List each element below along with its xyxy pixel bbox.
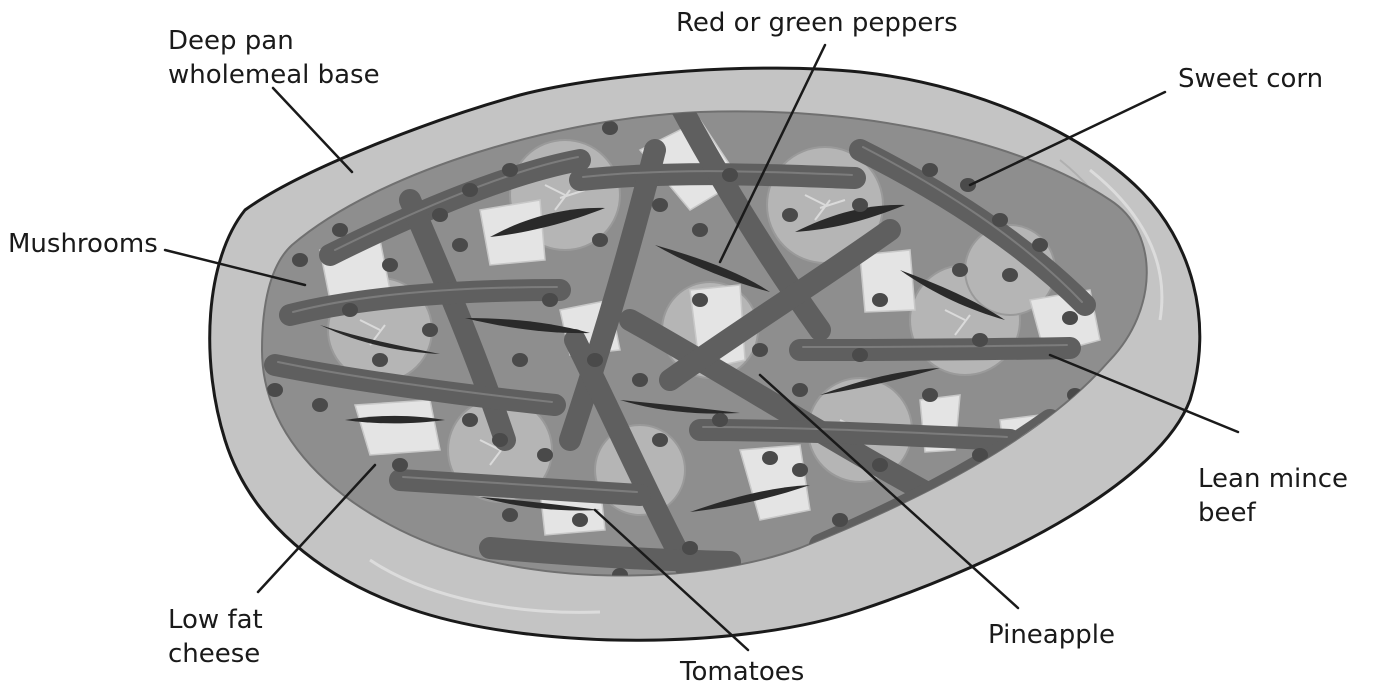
corn-kernel — [782, 208, 798, 222]
corn-kernel — [792, 463, 808, 477]
label-lean-mince-beef: Lean mince beef — [1198, 462, 1348, 530]
corn-kernel — [382, 258, 398, 272]
corn-kernel — [960, 178, 976, 192]
corn-kernel — [602, 121, 618, 135]
corn-kernel — [292, 253, 308, 267]
corn-kernel — [452, 238, 468, 252]
corn-kernel — [652, 198, 668, 212]
corn-kernel — [342, 303, 358, 317]
corn-kernel — [832, 513, 848, 527]
label-peppers: Red or green peppers — [676, 6, 958, 40]
corn-kernel — [922, 163, 938, 177]
label-tomatoes: Tomatoes — [680, 655, 804, 689]
corn-kernel — [922, 388, 938, 402]
corn-kernel — [682, 541, 698, 555]
corn-kernel — [1032, 238, 1048, 252]
corn-kernel — [852, 198, 868, 212]
corn-kernel — [587, 353, 603, 367]
corn-kernel — [752, 343, 768, 357]
corn-kernel — [537, 448, 553, 462]
label-pineapple: Pineapple — [988, 618, 1115, 652]
leader-base — [273, 88, 352, 172]
corn-kernel — [722, 168, 738, 182]
corn-kernel — [462, 413, 478, 427]
corn-kernel — [872, 293, 888, 307]
label-mushrooms: Mushrooms — [8, 227, 158, 261]
corn-kernel — [1002, 268, 1018, 282]
corn-kernel — [432, 208, 448, 222]
corn-kernel — [572, 513, 588, 527]
corn-kernel — [852, 348, 868, 362]
corn-kernel — [872, 458, 888, 472]
corn-kernel — [652, 433, 668, 447]
corn-kernel — [312, 398, 328, 412]
corn-kernel — [422, 323, 438, 337]
corn-kernel — [512, 353, 528, 367]
corn-kernel — [992, 213, 1008, 227]
label-low-fat-cheese: Low fat cheese — [168, 603, 263, 671]
corn-kernel — [632, 373, 648, 387]
corn-kernel — [592, 233, 608, 247]
corn-kernel — [462, 183, 478, 197]
corn-kernel — [712, 413, 728, 427]
corn-kernel — [952, 263, 968, 277]
corn-kernel — [267, 383, 283, 397]
corn-kernel — [392, 458, 408, 472]
corn-kernel — [502, 163, 518, 177]
corn-kernel — [372, 353, 388, 367]
corn-kernel — [762, 451, 778, 465]
corn-kernel — [972, 333, 988, 347]
corn-kernel — [792, 383, 808, 397]
corn-kernel — [692, 223, 708, 237]
label-deep-pan-base: Deep pan wholemeal base — [168, 24, 380, 92]
corn-kernel — [492, 433, 508, 447]
corn-kernel — [332, 223, 348, 237]
corn-kernel — [542, 293, 558, 307]
corn-kernel — [1062, 311, 1078, 325]
corn-kernel — [692, 293, 708, 307]
corn-kernel — [502, 508, 518, 522]
label-sweet-corn: Sweet corn — [1178, 62, 1323, 96]
